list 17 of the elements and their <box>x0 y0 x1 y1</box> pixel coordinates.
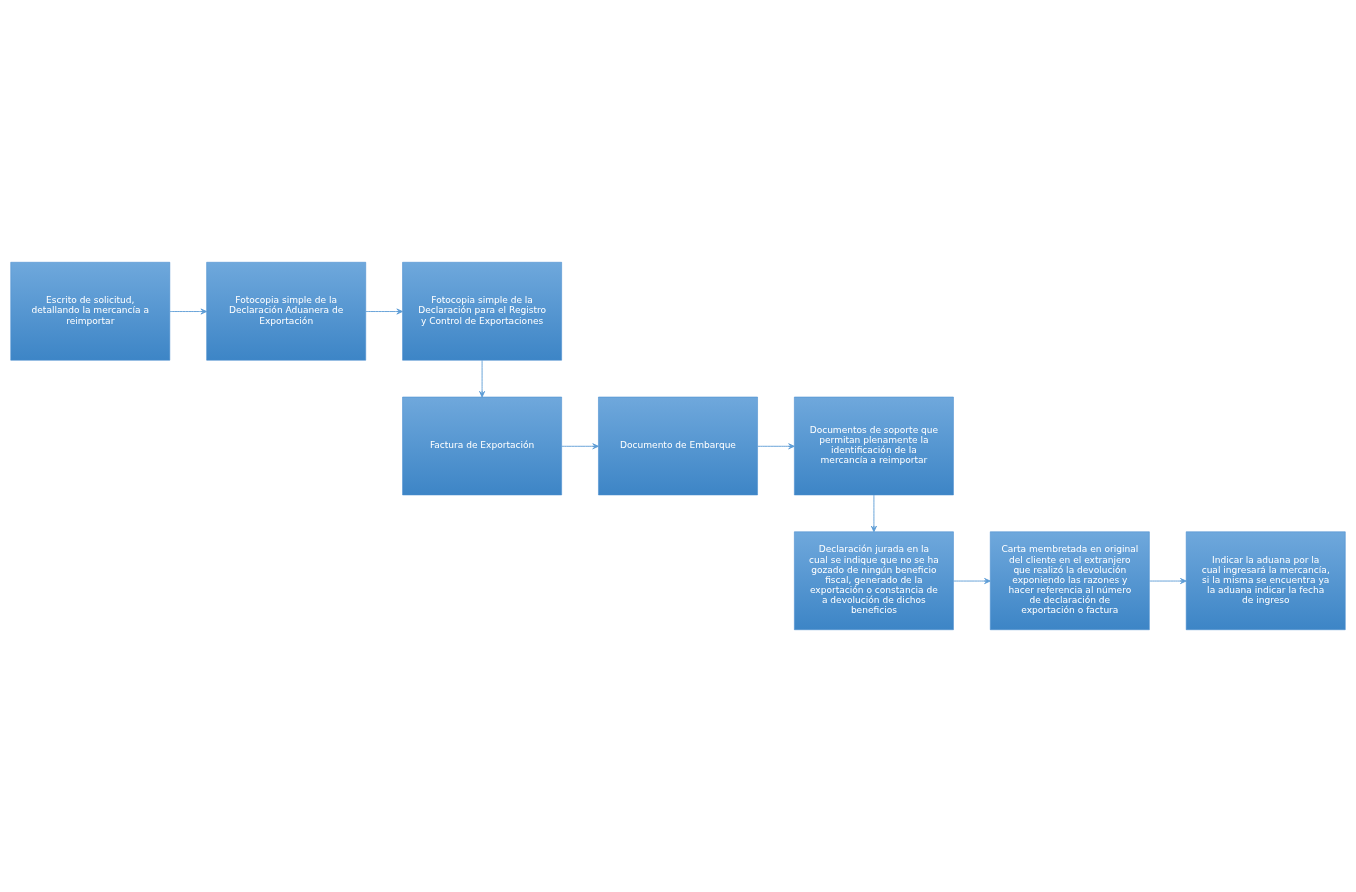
node-box: Carta membretada en original del cliente en el extranjero que realizó la devolución exponiendo las razones y hacer referencia al número de declaración de exportación o factura <box>989 531 1150 631</box>
node-box: Declaración jurada en la cual se indique que no se ha gozado de ningún beneficio fiscal, generado de la exportación o constancia de a devolución de dichos beneficios <box>794 531 954 631</box>
arrow <box>561 443 599 450</box>
arrow <box>1149 578 1187 585</box>
arrow <box>169 308 208 315</box>
node-box: Indicar la aduana por la cual ingresará la mercancía, si la misma se encuentra ya la aduana indicar la fecha de ingreso <box>1185 531 1346 631</box>
node-box: Factura de Exportación <box>402 396 562 496</box>
arrow <box>757 443 795 450</box>
arrow <box>870 494 877 533</box>
arrow <box>365 308 403 315</box>
node-box: Fotocopia simple de la Declaración para el Registro y Control de Exportaciones <box>402 261 562 361</box>
node-box: Documentos de soporte que permitan plenamente la identificación de la mercancía a reimportar <box>794 396 954 496</box>
node-box: Documento de Embarque <box>598 396 758 496</box>
node-box: Escrito de solicitud, detallando la mercancía a reimportar <box>10 261 171 361</box>
arrow <box>953 578 991 585</box>
arrow <box>479 359 486 398</box>
node-box: Fotocopia simple de la Declaración Aduanera de Exportación <box>206 261 367 361</box>
